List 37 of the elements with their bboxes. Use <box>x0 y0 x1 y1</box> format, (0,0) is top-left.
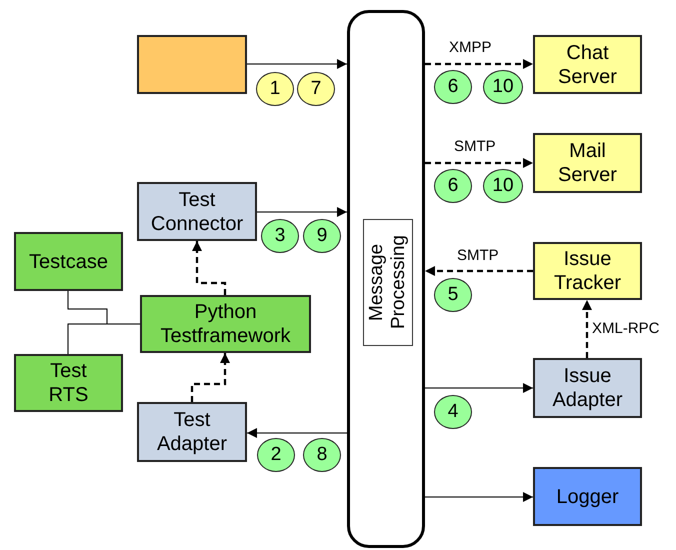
step-number: 7 <box>297 72 335 106</box>
runtime-box: Test RTS <box>14 354 123 412</box>
arrow <box>246 428 348 438</box>
message-bus <box>347 10 425 548</box>
connector-line <box>68 324 140 354</box>
arrow <box>192 241 226 295</box>
step-number: 1 <box>256 72 294 106</box>
step-number: 6 <box>434 169 472 203</box>
application-box <box>137 35 247 94</box>
step-number: 10 <box>483 169 523 203</box>
testcase-box: Testcase <box>14 232 123 291</box>
arrow <box>424 383 534 393</box>
step-number: 5 <box>434 278 472 312</box>
framework-box: Python Testframework <box>140 295 311 353</box>
step-number: 4 <box>434 395 472 429</box>
server-box: Mail Server <box>533 133 642 193</box>
arrow <box>256 207 348 217</box>
arrow <box>425 158 533 168</box>
arrow <box>190 353 230 402</box>
arrow <box>425 266 533 276</box>
arrow <box>425 59 533 69</box>
logger-box: Logger <box>533 467 642 526</box>
bus-label: Message Processing <box>363 219 413 346</box>
arrow <box>424 492 534 502</box>
connector-box: Test Connector <box>137 182 257 241</box>
step-number: 6 <box>434 70 472 104</box>
arrow <box>246 59 348 69</box>
step-number: 2 <box>257 438 295 472</box>
step-number: 8 <box>303 438 341 472</box>
step-number: 3 <box>261 219 299 253</box>
server-box: Chat Server <box>533 35 642 94</box>
arrow <box>582 300 592 358</box>
tracker-box: Issue Tracker <box>533 242 642 300</box>
adapter-box: Issue Adapter <box>533 358 642 418</box>
step-number: 9 <box>303 219 341 253</box>
step-number: 10 <box>483 70 523 104</box>
adapter-box: Test Adapter <box>137 402 247 462</box>
